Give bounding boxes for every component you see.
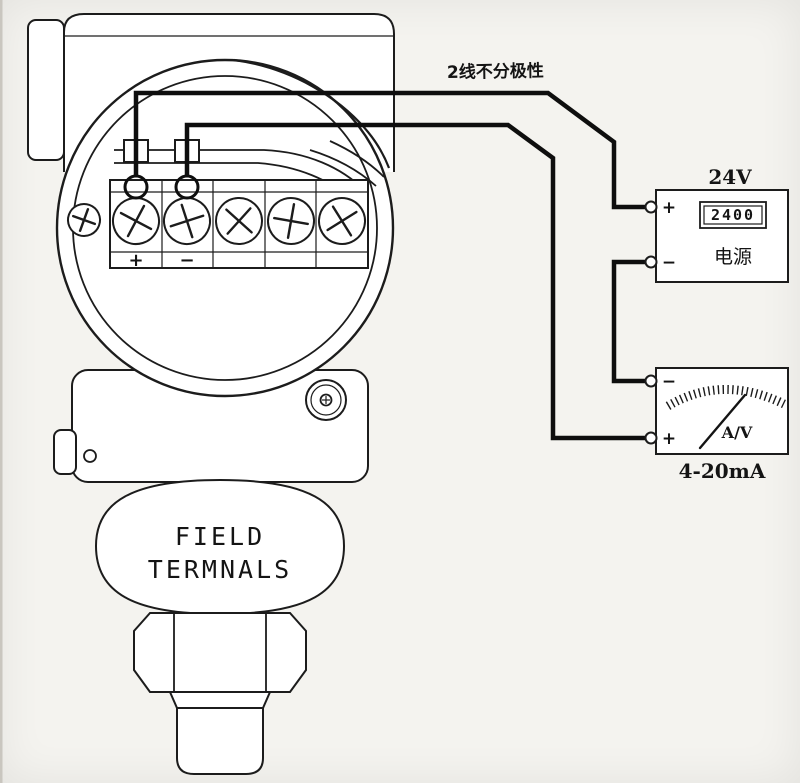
meter-plus-label: + xyxy=(662,429,676,449)
meter-scale-ticks xyxy=(665,385,786,410)
cap-side-tab xyxy=(27,19,65,161)
neck-screw xyxy=(305,379,347,421)
wire-minus-to-meter xyxy=(184,122,647,441)
box-terminals xyxy=(644,200,658,445)
supply-minus-terminal xyxy=(644,255,658,269)
mounting-hole xyxy=(83,449,97,463)
cap-hatch-2 xyxy=(329,140,385,178)
terminal-screw xyxy=(267,197,315,245)
wiring-note: 2线不分极性 xyxy=(447,60,544,83)
terminal-screw xyxy=(318,197,366,245)
terminal-minus-label: − xyxy=(179,250,194,271)
hex-fitting xyxy=(133,612,307,693)
hex-outline xyxy=(133,612,307,693)
neck-details xyxy=(53,379,347,475)
meter-minus-label: − xyxy=(662,372,676,392)
meter-box xyxy=(655,367,789,455)
digital-display-inner xyxy=(703,205,763,225)
power-name: 电源 xyxy=(714,246,752,268)
terminal-screw-minus xyxy=(163,197,211,245)
meter-plus-terminal xyxy=(644,431,658,445)
terminal-screw xyxy=(215,197,263,245)
process-connection xyxy=(168,691,272,775)
display-value: 2400 xyxy=(711,206,755,224)
power-plus-label: + xyxy=(662,198,676,218)
oval-body-outline xyxy=(94,478,346,616)
meter-range-label: 4-20mA xyxy=(679,459,766,483)
wiring xyxy=(133,90,647,441)
terminal-plus-label: + xyxy=(128,250,143,271)
body-label-line2: TERMNALS xyxy=(148,555,292,584)
connection-stub xyxy=(176,707,264,775)
case-screw-left xyxy=(67,203,101,237)
mounting-ear xyxy=(53,429,77,475)
body-label-line1: FIELD xyxy=(175,522,265,551)
meter-needle xyxy=(698,393,747,450)
meter-minus-terminal xyxy=(644,374,658,388)
power-supply: 24V 2400 电源 + − xyxy=(655,165,789,283)
cap-hatch-1 xyxy=(309,149,377,187)
meter: A/V − + 4-20mA xyxy=(655,367,789,483)
power-minus-label: − xyxy=(662,253,676,273)
power-voltage-label: 24V xyxy=(708,165,752,189)
supply-plus-terminal xyxy=(644,200,658,214)
wire-supply-to-meter xyxy=(611,259,647,384)
terminal-block: + − xyxy=(67,179,369,271)
field-terminals-body: FIELD TERMNALS xyxy=(94,478,346,616)
photo-edge xyxy=(0,0,3,783)
wire-positive-to-supply xyxy=(133,90,647,210)
terminal-screw-plus xyxy=(112,197,160,245)
connection-collar xyxy=(168,691,272,709)
cap-swoosh xyxy=(233,58,391,169)
meter-label: A/V xyxy=(721,423,753,442)
